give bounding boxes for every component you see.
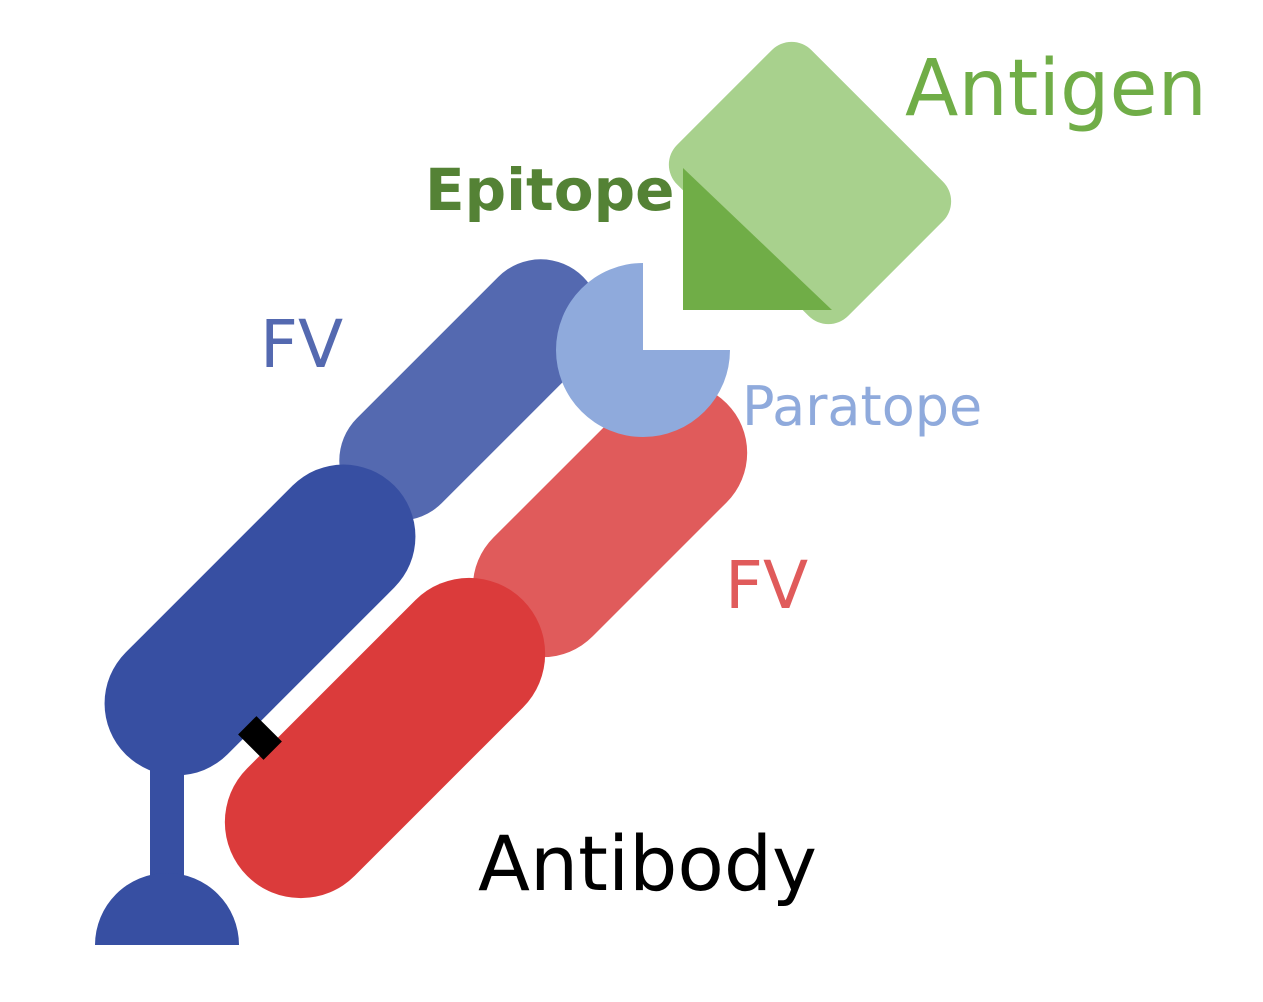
antibody-hinge-knob (95, 873, 239, 945)
heavy-chain-constant-domain (104, 464, 416, 776)
antigen-shape (668, 41, 952, 325)
paratope-shape (556, 263, 730, 437)
heavy-chain-fv-label: FV (260, 306, 343, 383)
heavy-chain-fv-domain (339, 259, 601, 521)
paratope-label: Paratope (742, 375, 982, 438)
disulfide-bond (238, 716, 282, 760)
antigen-label: Antigen (905, 44, 1207, 134)
antibody-label: Antibody (478, 819, 817, 908)
epitope-shape (683, 168, 832, 310)
light-chain-fv-domain (472, 382, 748, 658)
light-chain-constant-domain (224, 577, 546, 899)
light-chain-fv-label: FV (725, 547, 808, 624)
epitope-label: Epitope (425, 156, 674, 224)
antibody-stem (150, 730, 184, 890)
